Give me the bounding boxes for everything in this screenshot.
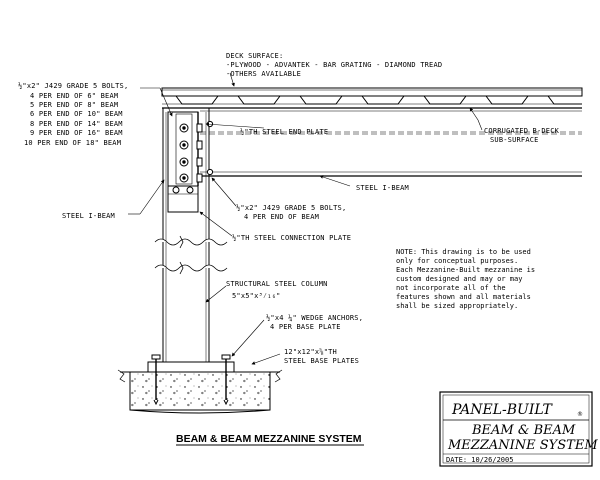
svg-text:10 PER END OF 18" BEAM: 10 PER END OF 18" BEAM: [24, 139, 121, 147]
base-plate: [147, 361, 235, 373]
steel-ibeam-right-label: STEEL I-BEAM: [356, 184, 409, 192]
svg-text:6 PER END OF 10" BEAM: 6 PER END OF 10" BEAM: [30, 110, 123, 118]
svg-text:4 PER END OF BEAM: 4 PER END OF BEAM: [244, 213, 319, 221]
end-plate-connection: [167, 111, 214, 213]
svg-text:STEEL BASE PLATES: STEEL BASE PLATES: [284, 357, 359, 365]
wedge-anchors: [151, 354, 231, 406]
connection-plate: [167, 185, 199, 213]
leader-lines: [128, 72, 483, 365]
svg-text:not incorporate all of the: not incorporate all of the: [396, 284, 506, 292]
connection-plate-label: ½"TH STEEL CONNECTION PLATE: [232, 234, 351, 242]
steel-ibeam-left-label: STEEL I-BEAM: [62, 212, 115, 220]
svg-text:-OTHERS AVAILABLE: -OTHERS AVAILABLE: [226, 70, 301, 78]
bolt-schedule-label: ½"x2" J429 GRADE 5 BOLTS, 4 PER END OF 6…: [18, 82, 128, 147]
corrugated-label: CORRUGATED B-DECK SUB-SURFACE: [484, 127, 560, 144]
corrugated-bdeck: [162, 95, 582, 105]
svg-text:STRUCTURAL STEEL COLUMN: STRUCTURAL STEEL COLUMN: [226, 280, 328, 288]
column-label: STRUCTURAL STEEL COLUMN 5"x5"x³⁄₁₆": [226, 280, 328, 300]
svg-text:SUB-SURFACE: SUB-SURFACE: [490, 136, 539, 144]
svg-text:Each Mezzanine-Built mezzanine: Each Mezzanine-Built mezzanine is: [396, 266, 535, 274]
svg-text:custom designed and may or may: custom designed and may or may: [396, 275, 522, 283]
deck-surface-label: DECK SURFACE: -PLYWOOD - ADVANTEK - BAR …: [226, 52, 442, 78]
svg-text:8 PER END OF 14" BEAM: 8 PER END OF 14" BEAM: [30, 120, 123, 128]
brand-name: PANEL-BUILT: [451, 402, 554, 418]
svg-text:NOTE: This drawing is to be us: NOTE: This drawing is to be used: [396, 248, 531, 256]
svg-text:5 PER END OF 8" BEAM: 5 PER END OF 8" BEAM: [30, 101, 118, 109]
svg-text:12"x12"x⅝"TH: 12"x12"x⅝"TH: [284, 348, 337, 356]
svg-text:-PLYWOOD - ADVANTEK - BAR GRAT: -PLYWOOD - ADVANTEK - BAR GRATING - DIAM…: [226, 61, 442, 69]
svg-text:features shown and all materia: features shown and all materials: [396, 293, 531, 301]
title-block: [439, 391, 593, 467]
svg-text:½"x2" J429 GRADE 5 BOLTS,: ½"x2" J429 GRADE 5 BOLTS,: [18, 82, 128, 90]
anchors-label: ½"x4 ¼" WEDGE ANCHORS, 4 PER BASE PLATE: [266, 314, 363, 331]
concrete-slab: [129, 371, 271, 411]
svg-text:DECK SURFACE:: DECK SURFACE:: [226, 52, 283, 60]
svg-text:only for conceptual purposes.: only for conceptual purposes.: [396, 257, 518, 265]
svg-text:5"x5"x³⁄₁₆": 5"x5"x³⁄₁₆": [232, 292, 281, 300]
svg-text:½"x2" J429 GRADE 5 BOLTS,: ½"x2" J429 GRADE 5 BOLTS,: [236, 204, 346, 212]
footing: [117, 354, 283, 414]
svg-text:4 PER BASE PLATE: 4 PER BASE PLATE: [270, 323, 341, 331]
brand-mark: ®: [577, 411, 583, 418]
deck-surface-plate: [161, 87, 583, 97]
conceptual-note: NOTE: This drawing is to be used only fo…: [396, 248, 535, 310]
title-date: DATE: 10/26/2005: [446, 456, 513, 464]
beam-bolts-label: ½"x2" J429 GRADE 5 BOLTS, 4 PER END OF B…: [236, 204, 346, 221]
deck-assembly: [161, 87, 583, 177]
base-plates-label: 12"x12"x⅝"TH STEEL BASE PLATES: [284, 348, 359, 365]
drawing-caption: BEAM & BEAM MEZZANINE SYSTEM: [176, 433, 362, 445]
title-line-2: MEZZANINE SYSTEM: [447, 438, 598, 453]
title-line-1: BEAM & BEAM: [471, 423, 576, 438]
bolt-group: [179, 120, 214, 183]
svg-text:9 PER END OF 16" BEAM: 9 PER END OF 16" BEAM: [30, 129, 123, 137]
end-plate-label: ½"TH STEEL END PLATE: [240, 128, 328, 136]
svg-text:CORRUGATED B-DECK: CORRUGATED B-DECK: [484, 127, 560, 135]
svg-text:½"x4 ¼" WEDGE ANCHORS,: ½"x4 ¼" WEDGE ANCHORS,: [266, 314, 363, 322]
steel-column: [154, 108, 228, 362]
svg-text:4 PER END OF 6" BEAM: 4 PER END OF 6" BEAM: [30, 92, 118, 100]
svg-text:shall be sized appropriately.: shall be sized appropriately.: [396, 302, 518, 310]
